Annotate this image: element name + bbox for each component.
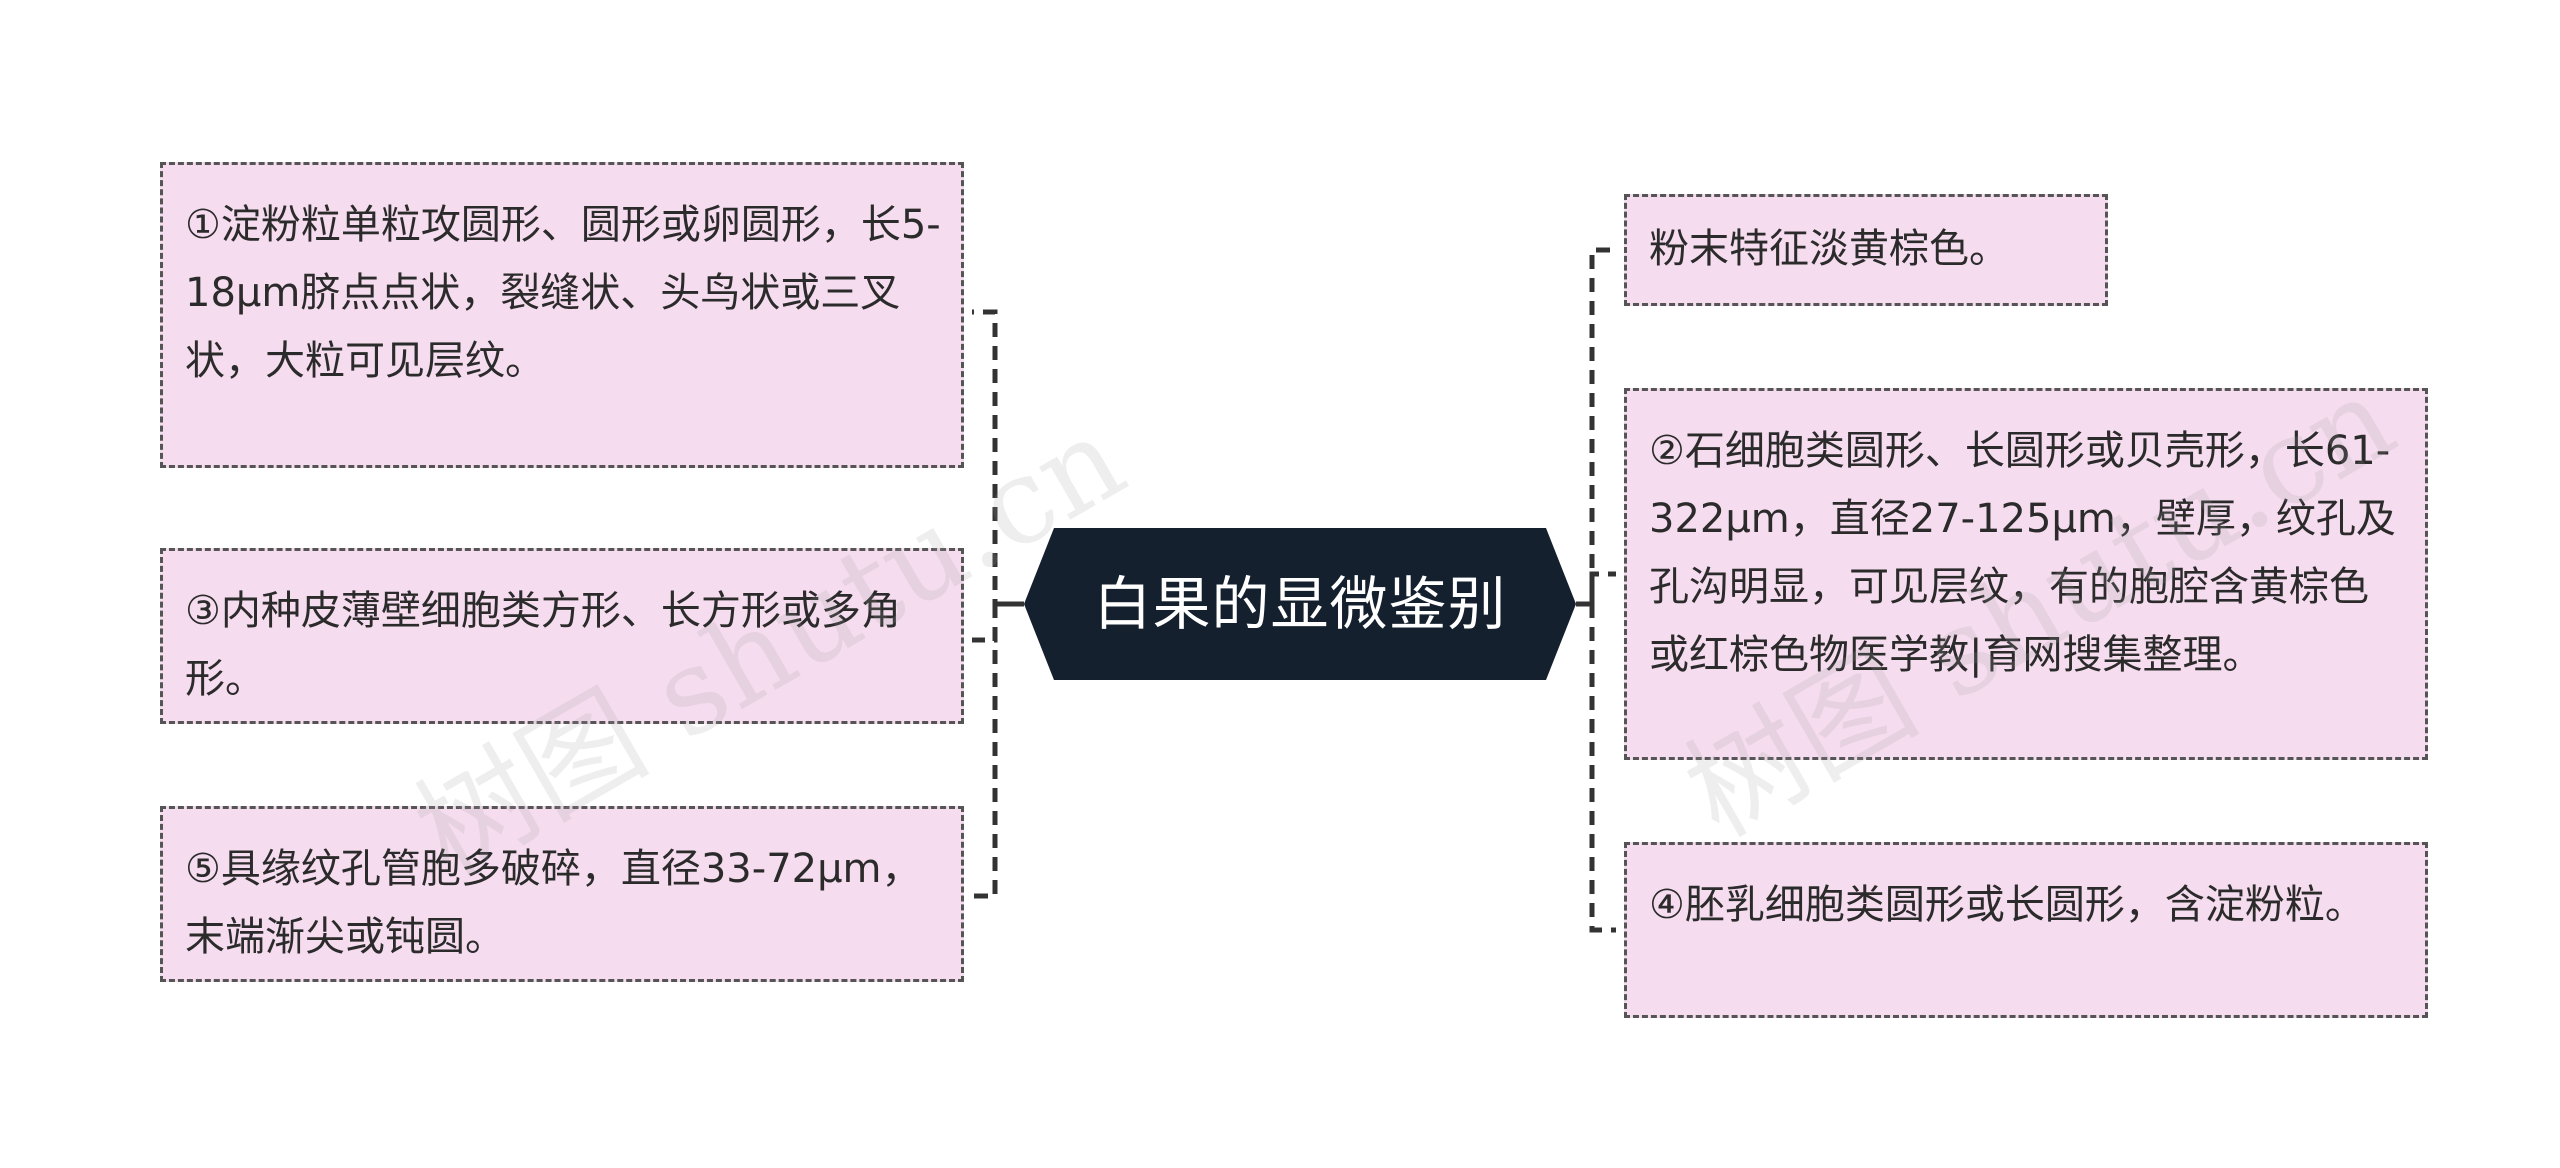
connector-right-bottom (1589, 604, 1616, 933)
branch-node-3-text: ③内种皮薄壁细胞类方形、长方形或多角形。 (185, 588, 901, 702)
branch-node-5-text: ⑤具缘纹孔管胞多破碎，直径33-72μm，末端渐尖或钝圆。 (185, 846, 922, 960)
connector-right-trunk (1582, 247, 1616, 607)
central-topic-shape (1024, 528, 1576, 680)
branch-node-intro-text: 粉末特征淡黄棕色。 (1649, 226, 2009, 272)
branch-node-1-text: ①淀粉粒单粒攻圆形、圆形或卵圆形，长5-18μm脐点点状，裂缝状、头鸟状或三叉状… (185, 202, 941, 384)
branch-node-4[interactable]: ④胚乳细胞类圆形或长圆形，含淀粉粒。 (1624, 842, 2428, 1018)
branch-node-5[interactable]: ⑤具缘纹孔管胞多破碎，直径33-72μm，末端渐尖或钝圆。 (160, 806, 964, 982)
branch-node-intro[interactable]: 粉末特征淡黄棕色。 (1624, 194, 2108, 306)
branch-node-2[interactable]: ②石细胞类圆形、长圆形或贝壳形，长61-322μm，直径27-125μm，壁厚，… (1624, 388, 2428, 760)
central-topic[interactable]: 白果的显微鉴别 (1024, 528, 1576, 680)
connector-right-mid (1589, 571, 1616, 604)
connector-left-trunk (972, 309, 1004, 607)
connector-left-bottom (972, 604, 998, 899)
central-topic-title: 白果的显微鉴别 (1093, 570, 1507, 638)
branch-node-1[interactable]: ①淀粉粒单粒攻圆形、圆形或卵圆形，长5-18μm脐点点状，裂缝状、头鸟状或三叉状… (160, 162, 964, 468)
branch-node-2-text: ②石细胞类圆形、长圆形或贝壳形，长61-322μm，直径27-125μm，壁厚，… (1649, 428, 2396, 678)
branch-node-3[interactable]: ③内种皮薄壁细胞类方形、长方形或多角形。 (160, 548, 964, 724)
connector-left-mid (972, 604, 998, 643)
branch-node-4-text: ④胚乳细胞类圆形或长圆形，含淀粉粒。 (1649, 882, 2365, 928)
